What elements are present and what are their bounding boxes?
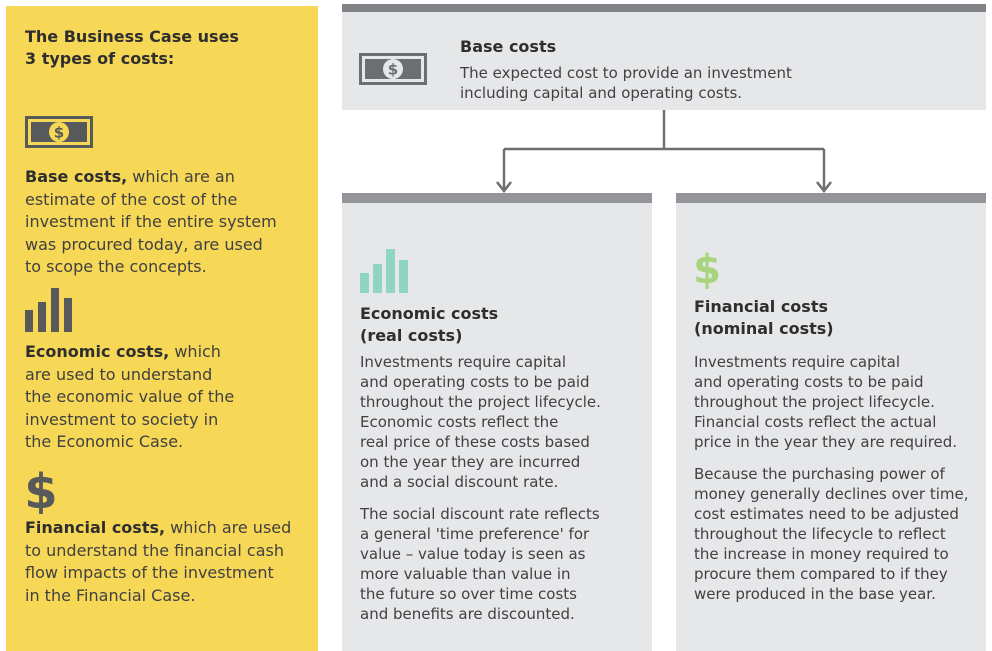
text-line: throughout the lifecycle to reflect: [694, 525, 946, 543]
text-line: in the Financial Case.: [25, 585, 196, 605]
dollar-bill-icon: $: [359, 53, 427, 85]
text-line: including capital and operating costs.: [460, 84, 743, 102]
text-line: and operating costs to be paid: [694, 373, 924, 391]
text-line: and a social discount rate.: [360, 473, 559, 491]
text-line: throughout the project lifecycle.: [694, 393, 935, 411]
sidebar-title-line: The Business Case uses: [25, 27, 239, 46]
sidebar-panel: The Business Case uses 3 types of costs:…: [6, 6, 318, 651]
text-line: on the year they are incurred: [360, 453, 581, 471]
svg-text:$: $: [24, 464, 57, 514]
financial-costs-para-2: Because the purchasing power of money ge…: [694, 464, 969, 604]
dollar-sign-icon: $: [693, 247, 721, 289]
text-line: The social discount rate reflects: [360, 505, 600, 523]
bar-chart-icon: [360, 249, 408, 293]
text-line: are used to understand: [25, 364, 213, 384]
base-costs-title: Base costs: [460, 37, 557, 56]
title-line: (real costs): [360, 326, 463, 345]
financial-costs-title: Financial costs (nominal costs): [694, 296, 834, 340]
text-line: Investments require capital: [694, 353, 901, 371]
text-line: which: [169, 342, 221, 361]
text-line: estimate of the cost of the: [25, 189, 238, 209]
text-line: cost estimates need to be adjusted: [694, 505, 959, 523]
text-line: throughout the project lifecycle.: [360, 393, 601, 411]
financial-costs-para-1: Investments require capital and operatin…: [694, 352, 957, 452]
text-line: which are used: [165, 518, 292, 537]
economic-costs-title: Economic costs (real costs): [360, 303, 498, 347]
text-line: the increase in money required to: [694, 545, 949, 563]
text-line: the future so over time costs: [360, 585, 577, 603]
text-line: to scope the concepts.: [25, 257, 207, 276]
financial-costs-description: Financial costs, which are used to under…: [25, 517, 310, 607]
svg-text:$: $: [388, 61, 398, 79]
svg-text:$: $: [693, 247, 721, 289]
text-line: was procured today, are used: [25, 234, 263, 254]
economic-costs-para-1: Investments require capital and operatin…: [360, 352, 601, 492]
dollar-sign-icon: $: [24, 464, 57, 514]
text-line: flow impacts of the investment: [25, 563, 274, 582]
base-costs-lead: Base costs,: [25, 167, 128, 186]
text-line: price in the year they are required.: [694, 433, 958, 451]
text-line: Economic costs reflect the: [360, 413, 559, 431]
economic-costs-description: Economic costs, which are used to unders…: [25, 341, 310, 454]
text-line: investment to society in: [25, 409, 219, 429]
text-line: a general 'time preference' for: [360, 525, 590, 543]
text-line: procure them compared to if they: [694, 565, 948, 583]
text-line: value – value today is seen as: [360, 545, 586, 563]
financial-costs-lead: Financial costs,: [25, 518, 166, 537]
text-line: more valuable than value in: [360, 565, 571, 583]
text-line: The expected cost to provide an investme…: [460, 64, 792, 82]
base-costs-desc: The expected cost to provide an investme…: [460, 63, 840, 103]
sidebar-title: The Business Case uses 3 types of costs:: [25, 26, 315, 70]
text-line: the economic value of the: [25, 387, 235, 406]
text-line: Financial costs reflect the actual: [694, 413, 937, 431]
text-line: were produced in the base year.: [694, 585, 936, 603]
economic-costs-para-2: The social discount rate reflects a gene…: [360, 504, 600, 624]
economic-costs-card: Economic costs (real costs) Investments …: [342, 193, 652, 651]
financial-costs-card: $ Financial costs (nominal costs) Invest…: [676, 193, 986, 651]
svg-text:$: $: [54, 124, 64, 142]
text-line: and operating costs to be paid: [360, 373, 590, 391]
dollar-bill-icon: $: [25, 116, 93, 148]
title-line: Financial costs: [694, 297, 828, 316]
base-costs-box: $ Base costs The expected cost to provid…: [342, 4, 986, 110]
text-line: to understand the financial cash: [25, 540, 284, 560]
economic-costs-lead: Economic costs,: [25, 342, 170, 361]
text-line: real price of these costs based: [360, 433, 590, 451]
text-line: and benefits are discounted.: [360, 605, 575, 623]
base-costs-description: Base costs, which are an estimate of the…: [25, 166, 310, 279]
text-line: the Economic Case.: [25, 432, 184, 451]
sidebar-title-line: 3 types of costs:: [25, 49, 175, 68]
text-line: Because the purchasing power of: [694, 465, 945, 483]
text-line: investment if the entire system: [25, 212, 277, 231]
text-line: which are an: [127, 167, 235, 186]
text-line: Investments require capital: [360, 353, 567, 371]
bar-chart-icon: [25, 288, 72, 332]
title-line: (nominal costs): [694, 319, 834, 338]
title-line: Economic costs: [360, 304, 499, 323]
text-line: money generally declines over time,: [694, 485, 969, 503]
